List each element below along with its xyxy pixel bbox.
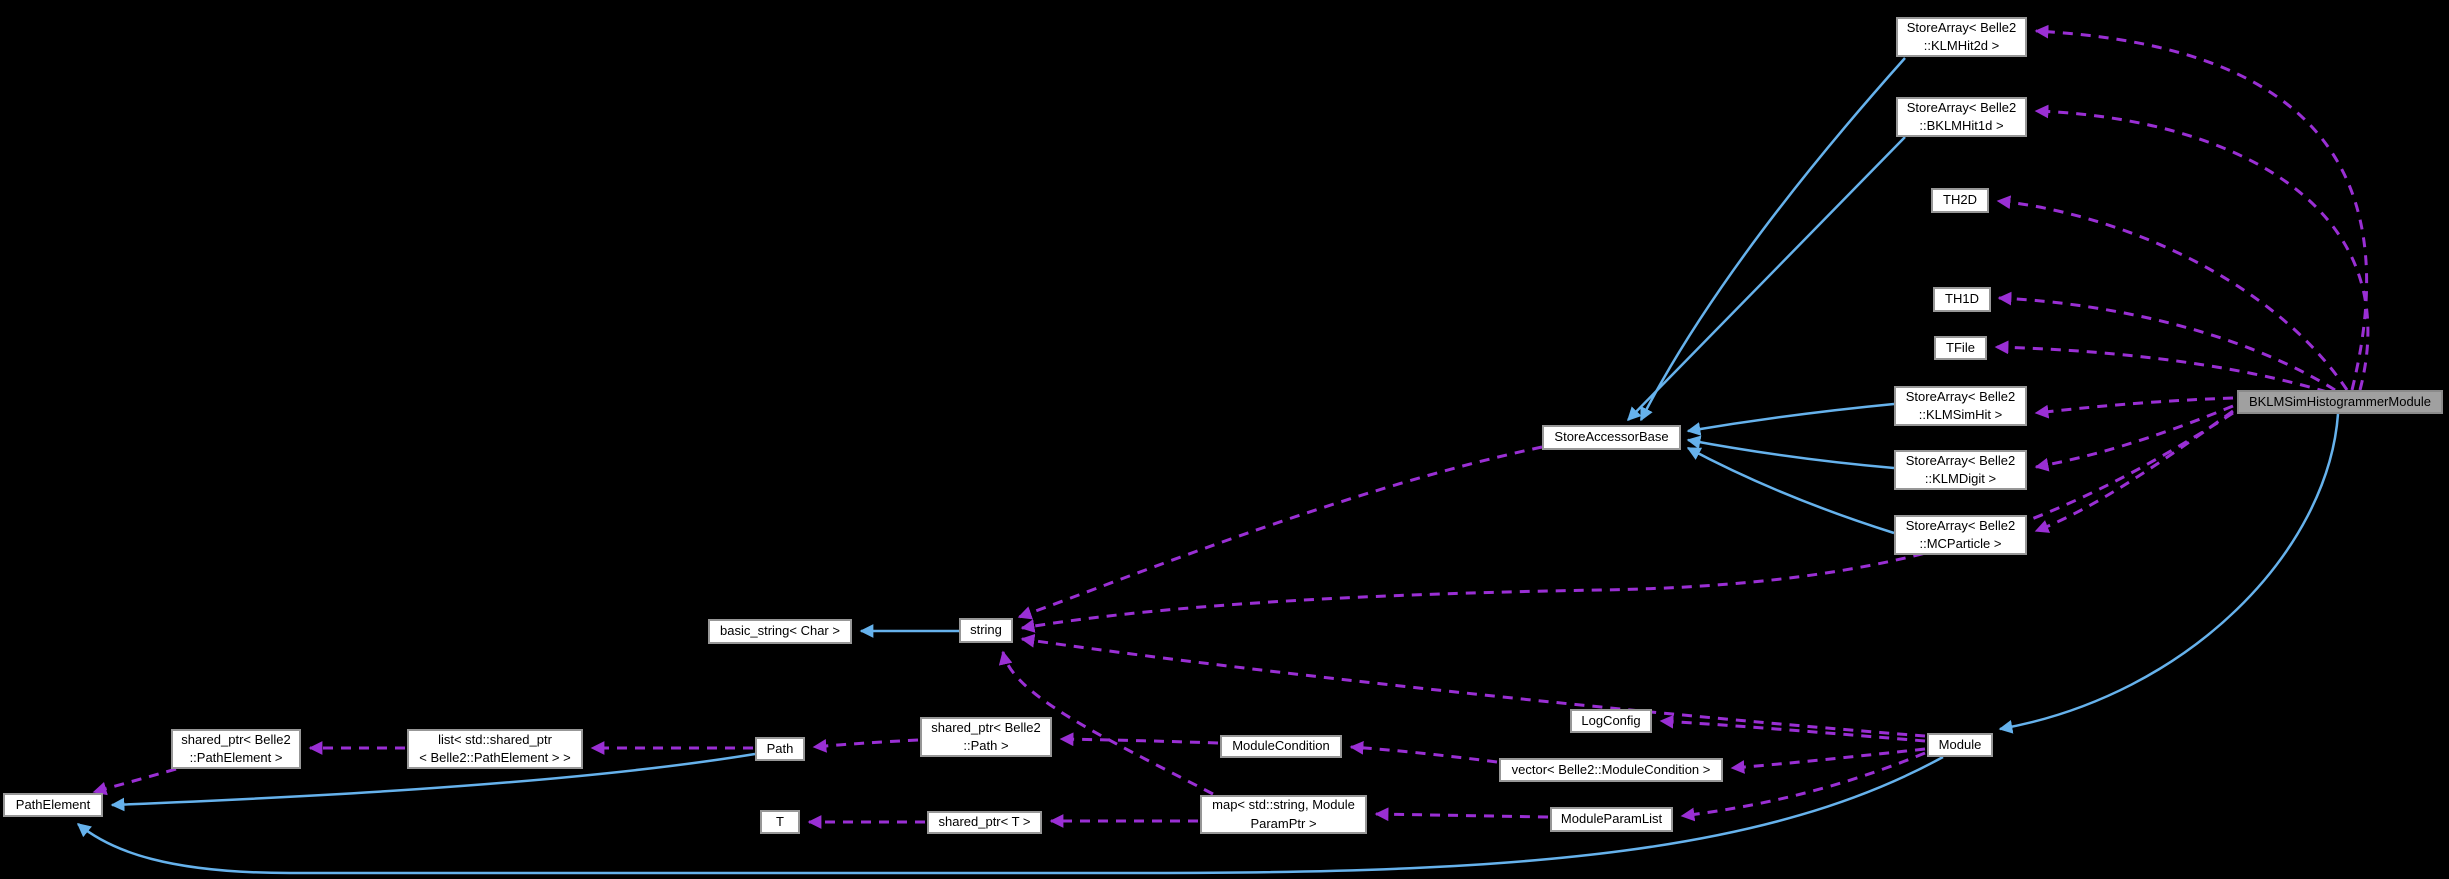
edge-bklm-klmdigit (2034, 404, 2234, 472)
node-th1d[interactable]: TH1D (1933, 287, 1991, 312)
node-shared-ptr-pathelement[interactable]: shared_ptr< Belle2 ::PathElement > (171, 729, 301, 769)
edge-klmdigit-storeaccessorbase (1686, 435, 1895, 470)
node-modulecondition[interactable]: ModuleCondition (1220, 735, 1342, 758)
node-storearray-mcparticle[interactable]: StoreArray< Belle2 ::MCParticle > (1894, 515, 2027, 555)
edge-bklm-klmsimhit (2034, 396, 2234, 419)
node-label: vector< Belle2::ModuleCondition > (1511, 761, 1711, 777)
node-shared-ptr-t[interactable]: shared_ptr< T > (927, 811, 1042, 834)
node-label: ModuleCondition (1232, 738, 1330, 754)
node-label: shared_ptr< Belle2 ::Path > (931, 719, 1041, 753)
edge-klmsimhit-storeaccessorbase (1686, 402, 1895, 436)
node-label: StoreArray< Belle2 ::BKLMHit1d > (1906, 99, 2017, 133)
edge-module-logconfig (1659, 714, 1926, 743)
node-storearray-klmsimhit[interactable]: StoreArray< Belle2 ::KLMSimHit > (1894, 386, 2027, 426)
node-th2d[interactable]: TH2D (1931, 188, 1989, 213)
node-moduleparamlist[interactable]: ModuleParamList (1550, 807, 1673, 832)
node-t[interactable]: T (760, 810, 800, 834)
node-label: StoreArray< Belle2 ::MCParticle > (1905, 517, 2016, 551)
node-vector-modulecondition[interactable]: vector< Belle2::ModuleCondition > (1499, 758, 1723, 782)
node-module[interactable]: Module (1927, 733, 1993, 757)
edge-vector-modulecondition (1349, 740, 1498, 764)
edge-path-pathelement (110, 752, 756, 812)
node-label: Module (1938, 736, 1982, 752)
edge-moduleparamlist-map (1374, 807, 1549, 822)
node-logconfig[interactable]: LogConfig (1570, 709, 1652, 733)
edge-bklm-module (1998, 413, 2340, 734)
node-map-moduleparamptr[interactable]: map< std::string, Module ParamPtr > (1200, 795, 1367, 834)
node-shared-ptr-path[interactable]: shared_ptr< Belle2 ::Path > (920, 717, 1052, 757)
edge-bklm-klmhit2d (2034, 24, 2369, 391)
edge-bklm-th2d (1996, 195, 2349, 391)
edge-modulecondition-sppath (1059, 732, 1219, 747)
edge-module-vector (1730, 747, 1926, 774)
edge-bklm-bklmhit1d (2034, 104, 2370, 391)
node-label: ModuleParamList (1560, 811, 1663, 827)
edge-sppathelement-pathelement (92, 767, 177, 796)
node-storeaccessorbase[interactable]: StoreAccessorBase (1542, 425, 1681, 450)
node-tfile[interactable]: TFile (1934, 336, 1987, 360)
node-label: shared_ptr< T > (938, 814, 1031, 830)
node-label: string (970, 622, 1002, 638)
edge-bklm-th1d (1997, 291, 2336, 392)
node-pathelement[interactable]: PathElement (3, 793, 103, 817)
node-label: StoreAccessorBase (1554, 429, 1669, 445)
node-bklmsimhistogrammermodule[interactable]: BKLMSimHistogrammerModule (2237, 390, 2443, 414)
node-label: BKLMSimHistogrammerModule (2248, 393, 2432, 409)
node-label: map< std::string, Module ParamPtr > (1212, 797, 1355, 831)
node-label: StoreArray< Belle2 ::KLMHit2d > (1906, 19, 2017, 53)
node-basic-string-char[interactable]: basic_string< Char > (708, 619, 852, 644)
edge-bklm-tfile (1994, 340, 2328, 394)
node-storearray-klmdigit[interactable]: StoreArray< Belle2 ::KLMDigit > (1894, 450, 2027, 490)
node-label: T (776, 813, 784, 829)
edge-bklmhit1d-storeaccessorbase (1627, 136, 1906, 421)
node-label: LogConfig (1581, 712, 1641, 728)
node-label: Path (766, 740, 794, 756)
node-label: TH1D (1945, 291, 1979, 307)
edge-klmhit2d-storeaccessorbase (1639, 57, 1906, 422)
node-label: TFile (1946, 339, 1975, 355)
edge-sppath-path (812, 738, 919, 753)
edge-module-string (1020, 633, 1926, 738)
edge-map-string (998, 650, 1214, 796)
node-label: StoreArray< Belle2 ::KLMSimHit > (1905, 388, 2016, 422)
node-label: TH2D (1943, 192, 1977, 208)
node-storearray-klmhit2d[interactable]: StoreArray< Belle2 ::KLMHit2d > (1896, 17, 2027, 57)
node-list-shared-ptr-pathelement[interactable]: list< std::shared_ptr < Belle2::PathElem… (407, 729, 583, 769)
node-label: StoreArray< Belle2 ::KLMDigit > (1905, 452, 2016, 486)
edge-module-pathelement (76, 755, 1944, 875)
node-label: PathElement (15, 796, 91, 812)
node-label: basic_string< Char > (720, 623, 840, 639)
node-storearray-bklmhit1d[interactable]: StoreArray< Belle2 ::BKLMHit1d > (1896, 97, 2027, 137)
node-path[interactable]: Path (755, 737, 805, 761)
edge-module-moduleparamlist (1680, 751, 1926, 822)
node-label: list< std::shared_ptr < Belle2::PathElem… (419, 731, 571, 765)
edge-bklm-string (1020, 411, 2234, 633)
node-label: shared_ptr< Belle2 ::PathElement > (181, 731, 291, 765)
node-string[interactable]: string (959, 618, 1013, 643)
edge-mcparticle-storeaccessorbase (1686, 446, 1895, 535)
edge-storeaccessorbase-string (1017, 445, 1543, 620)
